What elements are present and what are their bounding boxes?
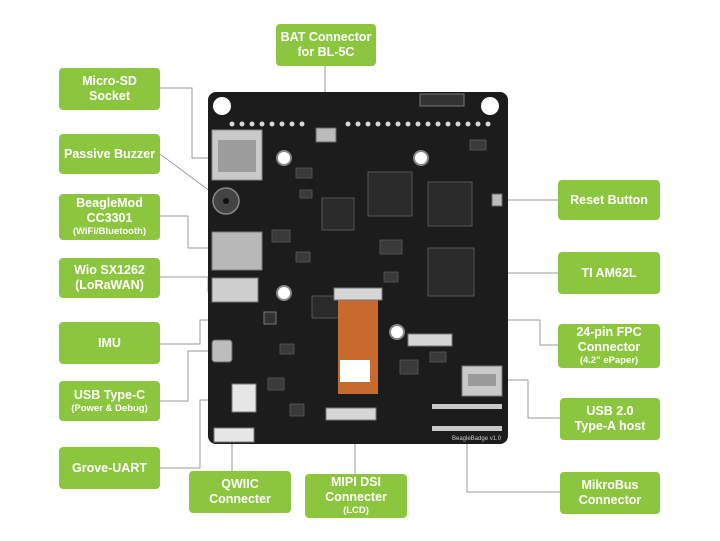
- label-mikrobus-line2: Connector: [578, 493, 642, 507]
- leader-beaglemod: [160, 215, 215, 249]
- label-fpc-sub: (4.2" ePaper): [579, 355, 639, 366]
- label-reset-line1: Reset Button: [570, 192, 648, 207]
- reset-button-part: [491, 193, 503, 207]
- label-fpc-line1: 24-pin FPC: [576, 325, 642, 339]
- label-passive-buzzer: Passive Buzzer: [59, 134, 160, 174]
- label-usb-a: USB 2.0 Type-A host: [560, 398, 660, 440]
- label-bat-line1: BAT Connector: [280, 30, 372, 44]
- leader-micro-sd: [160, 87, 222, 159]
- pcb-board: [208, 92, 508, 444]
- label-wio-line2: (LoRaWAN): [75, 278, 144, 292]
- bat-connector: [315, 127, 337, 143]
- leader-usbc: [160, 350, 220, 402]
- mikrobus-header: [432, 404, 502, 431]
- label-mipi-line1: MIPI DSI: [330, 475, 381, 489]
- leader-mikrobus: [466, 430, 560, 493]
- label-mikrobus: MikroBus Connector: [560, 472, 660, 514]
- label-micro-sd-line2: Socket: [89, 89, 130, 103]
- label-fpc: 24-pin FPC Connector (4.2" ePaper): [558, 324, 660, 368]
- label-qwiic-line1: QWIIC: [221, 477, 259, 491]
- label-qwiic-line2: Connecter: [209, 492, 271, 506]
- label-reset-button: Reset Button: [558, 180, 660, 220]
- label-mipi-dsi: MIPI DSI Connecter (LCD): [305, 474, 407, 518]
- label-usb-a-line1: USB 2.0: [586, 404, 634, 418]
- imu-chip: [263, 311, 277, 325]
- label-grove-line1: Grove-UART: [71, 460, 147, 475]
- label-ti-line1: TI AM62L: [581, 265, 637, 280]
- label-bat-line2: for BL-5C: [297, 45, 355, 59]
- mipi-connector: [325, 407, 377, 421]
- pad-row: [229, 121, 491, 127]
- label-mipi-sub: (LCD): [343, 505, 369, 516]
- label-grove-uart: Grove-UART: [59, 447, 160, 489]
- label-usb-a-line2: Type-A host: [574, 419, 646, 433]
- label-qwiic: QWIIC Connecter: [189, 471, 291, 513]
- label-wio-line1: Wio SX1262: [74, 263, 145, 277]
- label-buzzer-line1: Passive Buzzer: [63, 146, 156, 161]
- ti-am62l-chip: [427, 247, 475, 297]
- usb-c-port: [211, 339, 233, 363]
- label-beaglemod: BeagleMod CC3301 (WiFi/Bluetooth): [59, 194, 160, 240]
- grove-connector: [231, 383, 257, 413]
- label-micro-sd: Micro-SD Socket: [59, 68, 160, 110]
- silkscreen-board-name: BeagleBadge v1.0: [452, 436, 502, 442]
- fpc-connector: [407, 333, 453, 347]
- label-imu: IMU: [59, 322, 160, 364]
- label-wio: Wio SX1262 (LoRaWAN): [59, 258, 160, 298]
- label-bat-connector: BAT Connector for BL-5C: [276, 24, 376, 66]
- label-fpc-line2: Connector: [577, 340, 641, 354]
- label-ti-am62l: TI AM62L: [558, 252, 660, 294]
- qwiic-connector: [213, 427, 255, 443]
- label-micro-sd-line1: Micro-SD: [82, 74, 137, 88]
- label-usb-c-line1: USB Type-C: [73, 387, 146, 402]
- leader-usba: [500, 379, 560, 419]
- label-mikrobus-line1: MikroBus: [581, 478, 639, 492]
- label-usb-c: USB Type-C (Power & Debug): [59, 381, 160, 421]
- label-beaglemod-line1: BeagleMod: [76, 196, 143, 210]
- cpu-chip: [427, 181, 473, 227]
- label-imu-line1: IMU: [98, 335, 121, 350]
- mounting-hole: [213, 97, 231, 115]
- label-mipi-line2: Connecter: [325, 490, 387, 504]
- label-beaglemod-sub: (WiFi/Bluetooth): [72, 226, 147, 237]
- mounting-hole: [481, 97, 499, 115]
- beaglemod-module: [211, 231, 263, 271]
- wio-module: [211, 277, 259, 303]
- label-beaglemod-line2: CC3301: [86, 211, 133, 225]
- label-usb-c-sub: (Power & Debug): [71, 402, 148, 414]
